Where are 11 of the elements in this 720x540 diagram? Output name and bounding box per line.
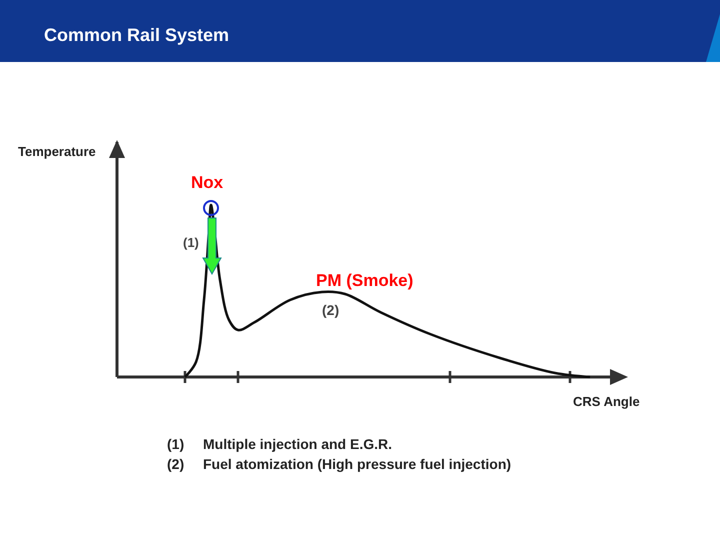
callout-number: (1) <box>183 235 199 250</box>
axis-label: CRS Angle <box>573 394 640 409</box>
note-text: Multiple injection and E.G.R. <box>203 436 392 452</box>
note-text: Fuel atomization (High pressure fuel injection) <box>203 456 512 472</box>
series-label: PM (Smoke) <box>316 271 414 291</box>
series-label: Nox <box>191 173 224 193</box>
callout-number: (2) <box>322 302 340 318</box>
note-number: (2) <box>167 456 184 472</box>
axis-label: Temperature <box>18 144 96 159</box>
note-number: (1) <box>167 436 184 452</box>
slide-title: Common Rail System <box>44 25 230 46</box>
